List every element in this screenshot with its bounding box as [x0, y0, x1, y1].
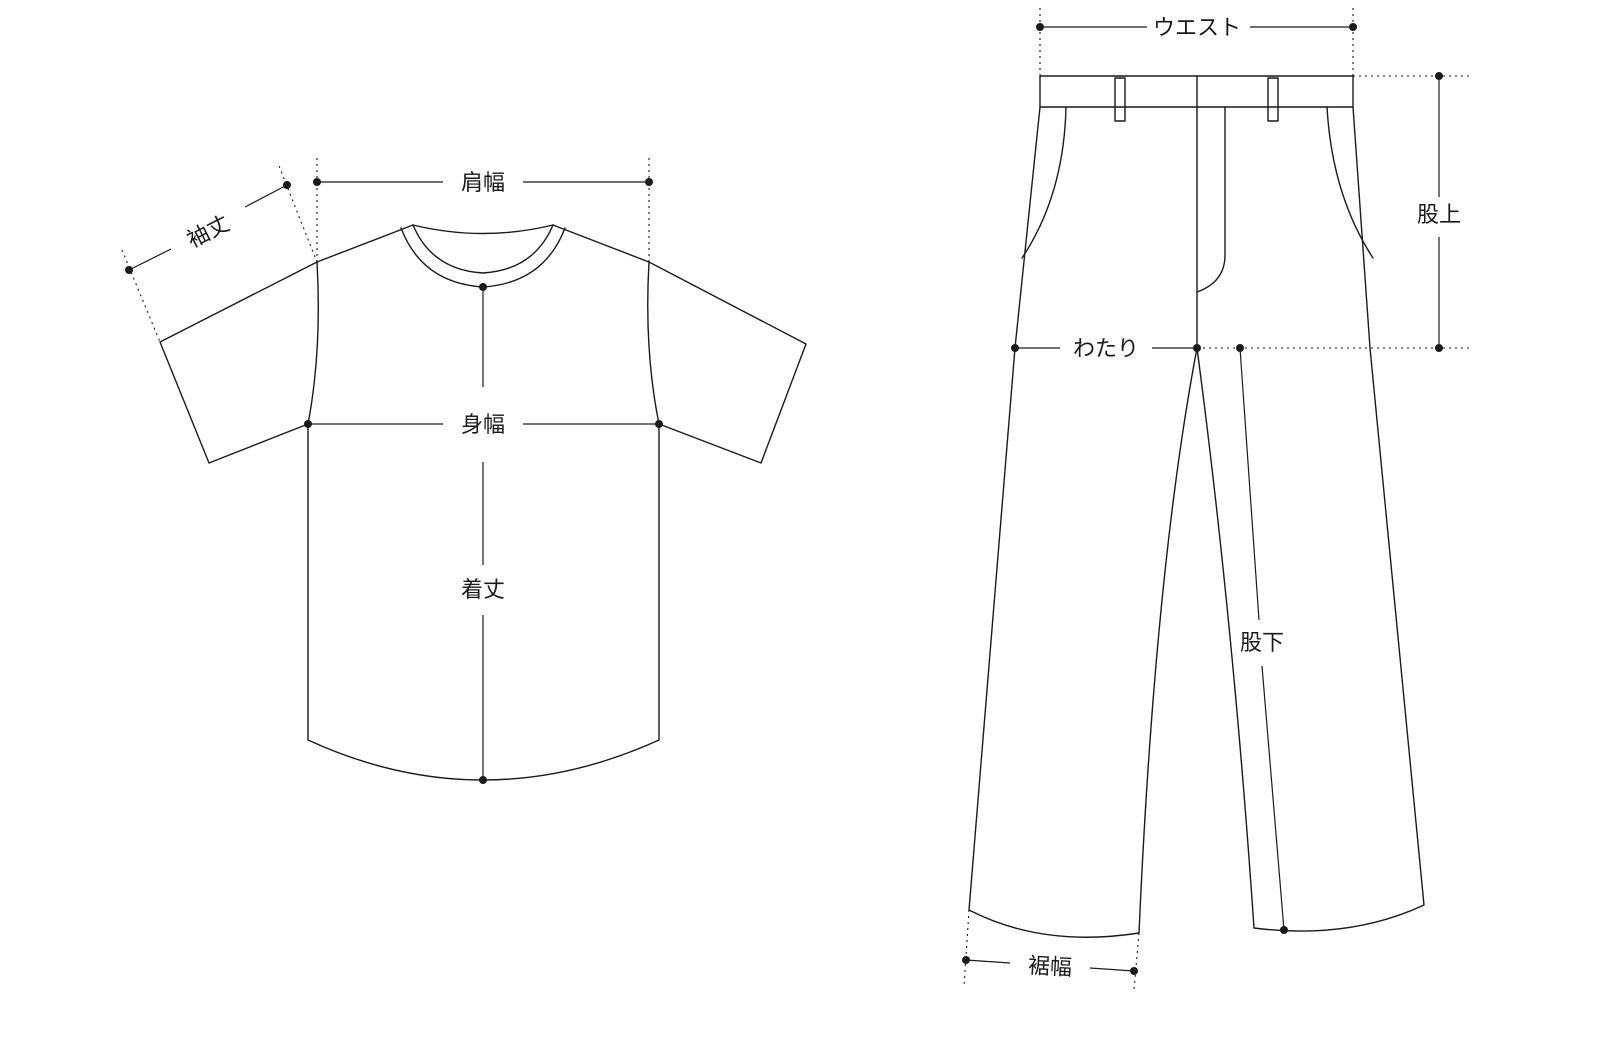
sleeve-length-guide-left: [121, 249, 161, 343]
waist-point-end: [1349, 23, 1357, 31]
tshirt-measurements: 袖丈 肩幅 身幅 着丈: [121, 158, 663, 784]
body-width-point-start: [304, 420, 312, 428]
body-width-point-end: [655, 420, 663, 428]
pants-fly: [1196, 106, 1226, 293]
tshirt-right-sleeve: [552, 224, 807, 464]
inseam-line-a: [1239, 347, 1260, 621]
body-length-label: 着丈: [461, 578, 505, 603]
pants-right-pocket: [1326, 106, 1374, 259]
sleeve-length-point-end: [283, 181, 291, 189]
body-width-label: 身幅: [461, 413, 505, 438]
shoulder-width-point-start: [313, 178, 321, 186]
shoulder-width-point-end: [645, 178, 653, 186]
inseam-line-b: [1261, 665, 1285, 931]
sleeve-length-line-b: [244, 184, 288, 208]
rise-point-start: [1435, 72, 1443, 80]
tshirt-left-armhole: [307, 261, 319, 425]
inseam-label: 股下: [1240, 631, 1284, 656]
pants-left-pocket: [1021, 106, 1067, 259]
thigh-point-start: [1011, 344, 1019, 352]
inseam-point-start: [1236, 344, 1244, 352]
rise-label: 股上: [1417, 203, 1461, 228]
tshirt-illustration: [159, 224, 807, 781]
hem-width-guide-right: [1133, 932, 1140, 991]
sleeve-length-guide-right: [278, 165, 318, 263]
pants-illustration: [968, 75, 1425, 938]
hem-width-label: 裾幅: [1027, 954, 1072, 981]
sleeve-length-point-start: [125, 266, 133, 274]
tshirt-collar-outer: [400, 227, 566, 288]
rise-point-end: [1435, 344, 1443, 352]
body-length-point-start: [479, 283, 487, 291]
tshirt-left-sleeve: [159, 224, 414, 464]
shoulder-width-label: 肩幅: [461, 171, 505, 196]
hem-width-line-a: [965, 959, 1011, 964]
hem-width-line-b: [1089, 967, 1135, 972]
pants-belt-loop-left: [1114, 77, 1126, 122]
tshirt-collar-inner: [412, 224, 554, 274]
tshirt-right-armhole: [647, 261, 660, 425]
sleeve-length-label: 袖丈: [183, 211, 234, 253]
inseam-point-end: [1280, 926, 1288, 934]
pants-belt-loop-right: [1267, 77, 1279, 122]
thigh-point-end: [1193, 344, 1201, 352]
hem-width-point-end: [1130, 967, 1138, 975]
pants-right-leg: [1196, 106, 1425, 932]
pants-measurements: ウエスト 股上 わたり 股下 裾幅: [962, 8, 1470, 991]
tshirt-collar-top: [412, 224, 554, 235]
hem-width-point-start: [962, 956, 970, 964]
waist-point-start: [1036, 23, 1044, 31]
sleeve-length-line-a: [128, 248, 172, 271]
pants-left-leg: [968, 106, 1198, 938]
thigh-label: わたり: [1073, 337, 1139, 362]
waist-label: ウエスト: [1153, 16, 1241, 41]
body-length-point-end: [479, 776, 487, 784]
hem-width-guide-left: [963, 909, 970, 988]
